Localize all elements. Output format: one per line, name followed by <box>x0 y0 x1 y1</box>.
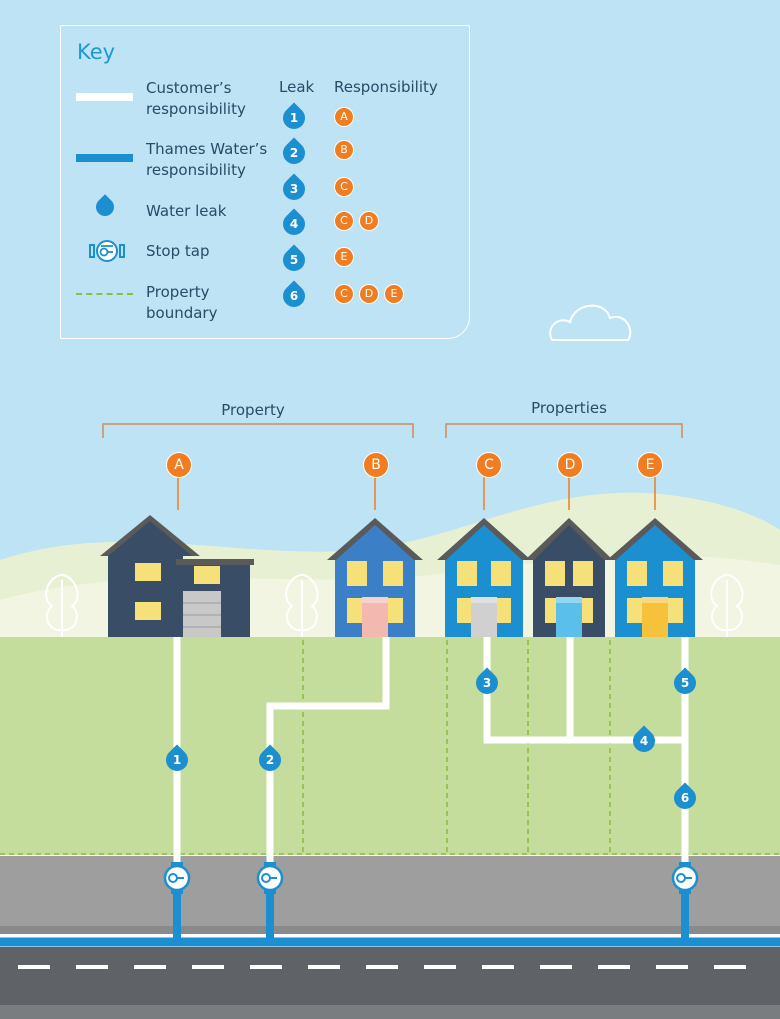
leak-drop-2: 2 <box>254 744 286 776</box>
group-label-right: Properties <box>531 399 607 417</box>
house-window <box>347 561 367 586</box>
house-window <box>491 561 511 586</box>
garden-grass <box>0 637 780 855</box>
house-window <box>663 561 683 586</box>
key-resp-badge: C <box>334 284 354 304</box>
house-roof <box>616 525 694 560</box>
house-badge-e: E <box>637 452 663 478</box>
key-panel: Key Customer’s responsibility Thames Wat… <box>60 25 470 339</box>
key-resp-badge: B <box>334 140 354 160</box>
key-resp-badge: A <box>334 107 354 127</box>
houses <box>100 476 703 637</box>
house-e <box>607 476 703 637</box>
house-c <box>437 476 531 637</box>
leak-drop-6: 6 <box>669 782 701 814</box>
key-label-thames: Thames Water’s responsibility <box>146 140 268 179</box>
key-resp-badge: E <box>334 247 354 267</box>
key-leak-drop-4: 4 <box>278 208 310 240</box>
key-resp-badge: C <box>334 177 354 197</box>
house-window <box>135 563 161 581</box>
tree-left <box>45 574 79 637</box>
key-resp-badge: D <box>359 284 379 304</box>
house-window <box>383 561 403 586</box>
key-leak-drop-1: 1 <box>278 102 310 134</box>
road-edge <box>0 1005 780 1019</box>
cloud <box>549 304 632 341</box>
house-window <box>545 561 565 586</box>
house-roof <box>336 525 414 560</box>
key-leak-drop-6: 6 <box>278 280 310 312</box>
key-label-boundary: Property boundary <box>146 283 218 322</box>
house-door <box>362 597 388 637</box>
responsibility-header: Responsibility <box>334 78 438 96</box>
key-title: Key <box>77 40 116 64</box>
house-window <box>135 602 161 620</box>
thames-water-pipes <box>0 890 780 947</box>
stop-tap-icon <box>163 862 191 894</box>
key-leak-drop-3: 3 <box>278 173 310 205</box>
house-window <box>573 561 593 586</box>
stop-tap-icon <box>89 240 125 262</box>
house-roof <box>446 525 522 560</box>
house-a <box>100 476 254 637</box>
house-b <box>327 476 423 637</box>
group-label-left: Property <box>221 401 285 419</box>
house-annex-roof <box>176 559 254 565</box>
kerb <box>0 926 780 934</box>
house-door <box>642 597 668 637</box>
house-door <box>183 591 221 637</box>
tree-right <box>710 574 744 637</box>
property-boundaries <box>0 640 780 855</box>
tree-middle <box>285 574 319 637</box>
group-brackets <box>102 423 683 438</box>
house-d <box>525 476 613 637</box>
pavement <box>0 856 780 932</box>
key-resp-badge: E <box>384 284 404 304</box>
stop-tap-icon <box>671 862 699 894</box>
leak-drop-3: 3 <box>471 667 503 699</box>
house-window <box>194 566 220 584</box>
leak-drop-4: 4 <box>628 725 660 757</box>
stop-tap-icon <box>256 862 284 894</box>
leak-header: Leak <box>279 78 315 96</box>
key-label-customer: Customer’s responsibility <box>146 79 246 118</box>
house-window <box>457 561 477 586</box>
leak-drop-1: 1 <box>161 744 193 776</box>
drop-icon <box>92 194 118 220</box>
house-roof <box>108 521 192 556</box>
dashed-line-swatch <box>76 293 133 295</box>
key-label-stop-tap: Stop tap <box>146 242 210 260</box>
house-badge-a: A <box>166 452 192 478</box>
house-window <box>627 561 647 586</box>
key-leak-drop-5: 5 <box>278 244 310 276</box>
house-badge-c: C <box>476 452 502 478</box>
key-leak-drop-2: 2 <box>278 137 310 169</box>
house-roof <box>534 525 604 560</box>
house-door <box>556 597 582 637</box>
key-resp-badge: C <box>334 211 354 231</box>
leak-drop-5: 5 <box>669 667 701 699</box>
white-line-swatch <box>76 93 133 101</box>
key-resp-badge: D <box>359 211 379 231</box>
door-lintel <box>556 597 582 603</box>
blue-line-swatch <box>76 154 133 162</box>
door-lintel <box>642 597 668 603</box>
house-badge-b: B <box>363 452 389 478</box>
door-lintel <box>471 597 497 603</box>
door-lintel <box>362 597 388 603</box>
key-label-leak: Water leak <box>146 202 227 220</box>
house-door <box>471 597 497 637</box>
house-badge-d: D <box>557 452 583 478</box>
